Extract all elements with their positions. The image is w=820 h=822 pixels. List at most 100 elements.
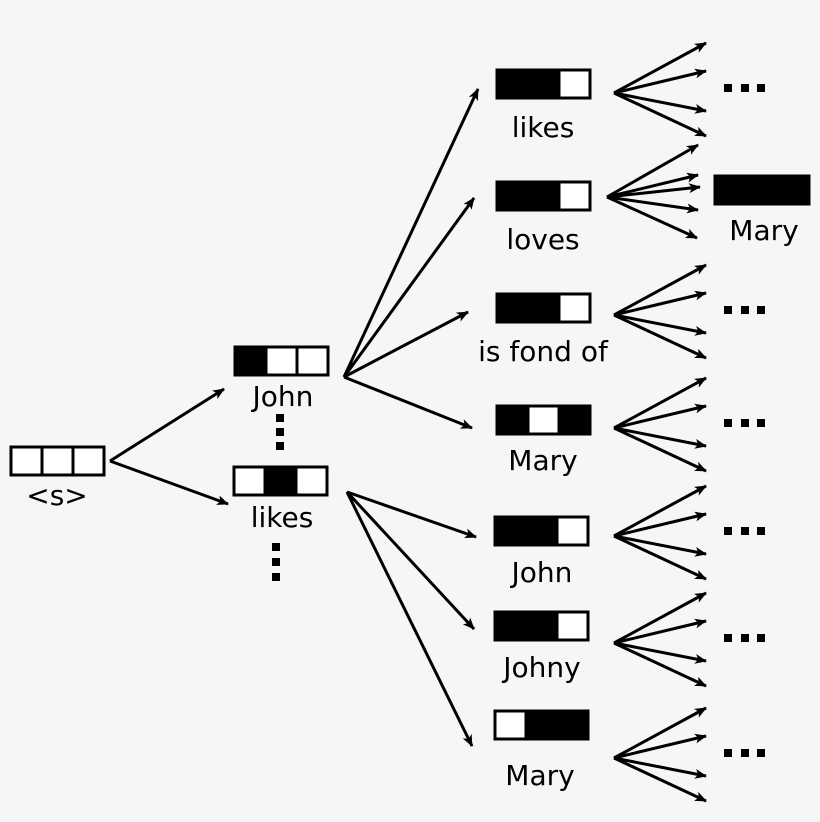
empty-cell — [526, 404, 561, 436]
edge-likes-l2-johny — [345, 490, 476, 631]
fan-arrow — [606, 195, 698, 240]
filled-cell — [493, 515, 528, 547]
fan-arrow — [613, 756, 707, 803]
fan-arrow — [613, 534, 707, 557]
ellipsis-dot — [741, 527, 749, 535]
horizontal-ellipsis — [724, 419, 765, 427]
empty-cell — [40, 445, 75, 477]
horizontal-ellipsis — [724, 749, 765, 757]
horizontal-ellipsis — [724, 634, 765, 642]
ellipsis-dot — [724, 634, 732, 642]
fan-arrow — [613, 68, 707, 95]
node-l2-likes: likes — [495, 68, 592, 144]
vertical-ellipsis-dot — [272, 543, 280, 551]
filled-cell — [524, 709, 559, 741]
node-label: is fond of — [478, 335, 609, 368]
ellipsis-dot — [724, 84, 732, 92]
ellipsis-dot — [757, 527, 765, 535]
ellipsis-dot — [757, 84, 765, 92]
empty-cell — [557, 180, 592, 212]
fan-arrow — [613, 263, 707, 317]
vertical-ellipsis-dot — [272, 573, 280, 581]
vertical-ellipsis-dot — [276, 414, 284, 422]
filled-cell — [713, 174, 748, 206]
edge-root-john — [109, 387, 225, 463]
edge-root-likes — [109, 459, 229, 506]
ellipsis-dot — [757, 634, 765, 642]
node-l1-john: John — [233, 345, 330, 413]
node-label: <s> — [26, 479, 88, 512]
edge-john-l2-isfondof — [343, 310, 469, 379]
fan-arrow — [613, 484, 707, 538]
filled-cell — [776, 174, 811, 206]
ellipsis-dot — [741, 84, 749, 92]
vertical-ellipsis-dot — [272, 558, 280, 566]
node-l2-mary-b: Mary — [493, 709, 590, 792]
ellipsis-dot — [724, 749, 732, 757]
empty-cell — [9, 445, 44, 477]
filled-cell — [495, 292, 530, 324]
edge-john-l2-likes — [342, 88, 480, 378]
empty-cell — [71, 445, 106, 477]
filled-cell — [557, 404, 592, 436]
fan-arrow — [613, 511, 707, 538]
fan-arrow — [613, 733, 707, 760]
fan-arrow — [613, 426, 707, 473]
horizontal-ellipsis — [724, 84, 765, 92]
empty-cell — [555, 610, 590, 642]
empty-cell — [232, 465, 267, 497]
node-l2-mary-a: Mary — [495, 404, 592, 477]
fan-arrow — [613, 290, 707, 317]
node-label: loves — [506, 223, 579, 256]
ellipsis-dot — [757, 419, 765, 427]
ellipsis-dot — [724, 306, 732, 314]
node-label: Mary — [505, 759, 574, 792]
node-label: Mary — [508, 444, 577, 477]
empty-cell — [264, 345, 299, 377]
filled-cell — [524, 610, 559, 642]
edge-john-l2-mary-a — [343, 375, 473, 430]
root-node: <s> — [9, 445, 106, 512]
filled-cell — [493, 610, 528, 642]
fan-arrow — [606, 143, 699, 199]
fan-arrow — [606, 183, 701, 199]
fan-arrow — [613, 706, 707, 760]
ellipsis-dot — [724, 419, 732, 427]
filled-cell — [524, 515, 559, 547]
vertical-ellipsis-dot — [276, 428, 284, 436]
ellipsis-dot — [741, 634, 749, 642]
node-label: Mary — [729, 214, 798, 247]
node-l1-likes: likes — [232, 465, 329, 534]
node-l2-isfondof: is fond of — [478, 292, 609, 368]
node-label: likes — [251, 501, 314, 534]
fan-arrow — [613, 426, 707, 449]
edges — [109, 41, 707, 803]
filled-cell — [263, 465, 298, 497]
horizontal-ellipsis — [724, 527, 765, 535]
fan-arrow — [613, 376, 707, 430]
filled-cell — [495, 404, 530, 436]
node-label: likes — [512, 111, 575, 144]
fan-arrow — [613, 591, 707, 645]
filled-cell — [526, 180, 561, 212]
ellipsis-dot — [724, 527, 732, 535]
node-label: John — [510, 556, 573, 589]
empty-cell — [493, 709, 528, 741]
empty-cell — [295, 345, 330, 377]
filled-cell — [526, 68, 561, 100]
ellipsis-dot — [741, 749, 749, 757]
node-label: Johny — [501, 651, 580, 684]
empty-cell — [555, 515, 590, 547]
ellipsis-dot — [757, 306, 765, 314]
empty-cell — [557, 68, 592, 100]
filled-cell — [744, 174, 780, 206]
fan-arrow — [613, 641, 707, 664]
fan-arrow — [613, 756, 707, 779]
ellipsis-dot — [757, 749, 765, 757]
fan-arrow — [606, 195, 699, 214]
fan-arrow — [613, 403, 707, 430]
filled-cell — [555, 709, 590, 741]
edge-likes-l2-john — [346, 490, 477, 539]
